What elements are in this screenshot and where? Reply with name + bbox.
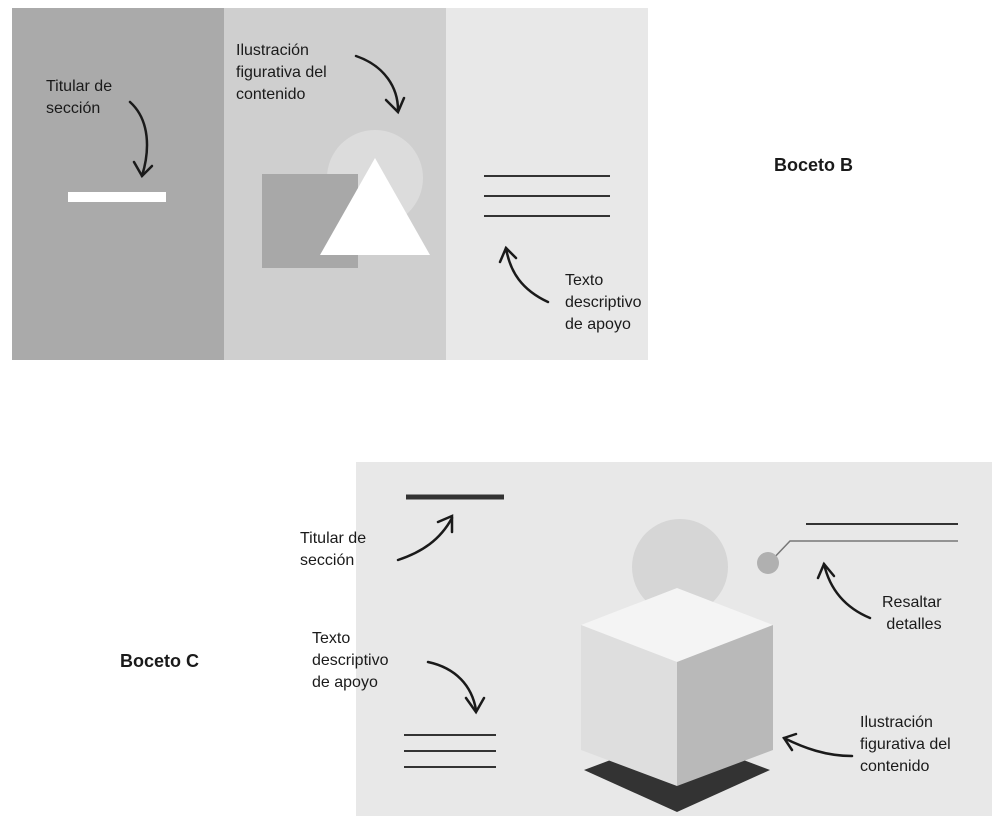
label-texto-c: Texto descriptivo de apoyo [312, 630, 389, 691]
label-titular-c: Titular de sección [300, 530, 367, 569]
label-texto-b: Texto descriptivo de apoyo [565, 272, 642, 333]
label-ilustracion-b: Ilustración figurativa del contenido [236, 42, 327, 103]
label-titular-b: Titular de sección [46, 78, 113, 117]
detail-connector [769, 540, 958, 563]
arrow-resaltar [816, 561, 872, 620]
arrow-texto-c [426, 660, 486, 715]
boceto-c-title: Boceto C [120, 651, 200, 671]
headline-bar [68, 192, 166, 202]
cube-sphere [632, 519, 728, 615]
cube-right [677, 625, 773, 786]
arrow-ilustracion-c [782, 732, 854, 758]
label-ilustracion-c: Ilustración figurativa del contenido [860, 714, 951, 775]
arrow-ilustracion [354, 54, 406, 115]
panel-left [12, 8, 224, 360]
arrow-texto [498, 245, 550, 304]
detail-dot [757, 552, 779, 574]
label-resaltar-c: Resaltar detalles [882, 594, 942, 633]
arrow-titular [128, 100, 154, 179]
illustration-triangle [320, 158, 430, 255]
boceto-b-title: Boceto B [774, 155, 854, 175]
arrow-titular-c [396, 514, 454, 562]
cube-left [581, 625, 677, 786]
